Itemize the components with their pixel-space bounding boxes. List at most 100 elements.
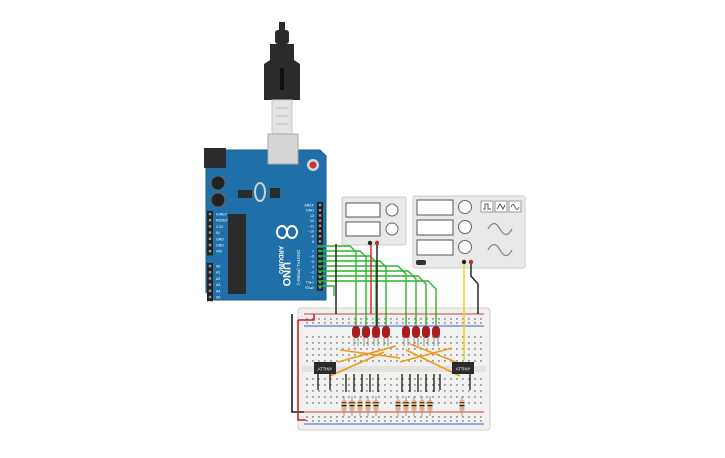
breadboard-hole[interactable] (372, 318, 374, 320)
breadboard-hole[interactable] (396, 384, 398, 386)
breadboard-hole[interactable] (306, 396, 308, 398)
breadboard-hole[interactable] (396, 420, 398, 422)
breadboard-hole[interactable] (306, 342, 308, 344)
function-generator-terminal-negative[interactable] (461, 259, 467, 265)
breadboard-hole[interactable] (420, 416, 422, 418)
breadboard-hole[interactable] (438, 378, 440, 380)
breadboard-hole[interactable] (336, 378, 338, 380)
breadboard-hole[interactable] (390, 420, 392, 422)
function-generator-knob-frequency[interactable] (458, 200, 472, 214)
breadboard-hole[interactable] (384, 420, 386, 422)
breadboard-hole[interactable] (432, 420, 434, 422)
digital-header-bottom-pin[interactable] (318, 286, 322, 289)
breadboard-hole[interactable] (324, 378, 326, 380)
breadboard-hole[interactable] (432, 348, 434, 350)
analog-header-pin[interactable] (208, 264, 212, 268)
breadboard-hole[interactable] (336, 420, 338, 422)
breadboard-hole[interactable] (366, 342, 368, 344)
digital-header-top-pin[interactable] (318, 224, 322, 227)
breadboard-hole[interactable] (468, 318, 470, 320)
breadboard-hole[interactable] (306, 420, 308, 422)
led-red[interactable] (402, 326, 410, 338)
breadboard-hole[interactable] (306, 354, 308, 356)
breadboard-hole[interactable] (354, 396, 356, 398)
breadboard-hole[interactable] (468, 402, 470, 404)
breadboard-hole[interactable] (438, 336, 440, 338)
breadboard-hole[interactable] (312, 336, 314, 338)
analog-header-pin[interactable] (208, 295, 212, 299)
breadboard-hole[interactable] (330, 360, 332, 362)
breadboard-hole[interactable] (336, 416, 338, 418)
breadboard-hole[interactable] (456, 354, 458, 356)
breadboard-hole[interactable] (378, 336, 380, 338)
breadboard-hole[interactable] (414, 378, 416, 380)
breadboard-hole[interactable] (402, 318, 404, 320)
breadboard-hole[interactable] (474, 402, 476, 404)
breadboard-hole[interactable] (378, 322, 380, 324)
breadboard-hole[interactable] (462, 378, 464, 380)
breadboard-hole[interactable] (372, 378, 374, 380)
digital-header-top-pin[interactable] (318, 229, 322, 233)
breadboard-hole[interactable] (444, 384, 446, 386)
breadboard-hole[interactable] (438, 360, 440, 362)
breadboard-hole[interactable] (432, 402, 434, 404)
breadboard-hole[interactable] (390, 360, 392, 362)
breadboard-hole[interactable] (330, 348, 332, 350)
usb-cable[interactable] (264, 22, 300, 135)
breadboard-hole[interactable] (390, 336, 392, 338)
breadboard-hole[interactable] (432, 342, 434, 344)
breadboard-hole[interactable] (450, 354, 452, 356)
breadboard-hole[interactable] (354, 318, 356, 320)
breadboard-hole[interactable] (360, 342, 362, 344)
power-supply-small-knob-current[interactable] (385, 222, 399, 236)
breadboard-hole[interactable] (324, 318, 326, 320)
power-header-pin[interactable] (208, 237, 212, 240)
breadboard-hole[interactable] (468, 342, 470, 344)
breadboard-hole[interactable] (420, 420, 422, 422)
digital-header-top-pin[interactable] (318, 235, 322, 238)
breadboard-hole[interactable] (372, 384, 374, 386)
breadboard-hole[interactable] (426, 402, 428, 404)
breadboard-hole[interactable] (450, 378, 452, 380)
breadboard-hole[interactable] (360, 336, 362, 338)
breadboard-hole[interactable] (432, 378, 434, 380)
breadboard-hole[interactable] (444, 322, 446, 324)
breadboard-hole[interactable] (462, 360, 464, 362)
breadboard-hole[interactable] (384, 378, 386, 380)
breadboard-hole[interactable] (378, 378, 380, 380)
breadboard-hole[interactable] (426, 342, 428, 344)
breadboard-hole[interactable] (450, 318, 452, 320)
power-supply-small-terminal-positive[interactable] (374, 240, 380, 246)
breadboard-hole[interactable] (444, 378, 446, 380)
breadboard-hole[interactable] (432, 384, 434, 386)
breadboard-hole[interactable] (378, 396, 380, 398)
digital-header-top-pin[interactable] (318, 240, 322, 243)
breadboard-hole[interactable] (420, 336, 422, 338)
breadboard-hole[interactable] (318, 384, 320, 386)
breadboard-hole[interactable] (306, 390, 308, 392)
digital-header-bottom-pin[interactable] (318, 281, 322, 284)
breadboard-hole[interactable] (462, 336, 464, 338)
breadboard-hole[interactable] (444, 396, 446, 398)
breadboard-hole[interactable] (438, 420, 440, 422)
breadboard-hole[interactable] (384, 342, 386, 344)
breadboard-hole[interactable] (390, 384, 392, 386)
function-generator-power-switch[interactable] (416, 260, 426, 265)
breadboard-hole[interactable] (420, 360, 422, 362)
breadboard-hole[interactable] (360, 360, 362, 362)
breadboard-hole[interactable] (318, 354, 320, 356)
breadboard-hole[interactable] (348, 360, 350, 362)
power-supply-small-terminal-negative[interactable] (367, 240, 373, 246)
breadboard-hole[interactable] (342, 342, 344, 344)
breadboard-hole[interactable] (480, 384, 482, 386)
breadboard-hole[interactable] (444, 416, 446, 418)
breadboard-hole[interactable] (366, 348, 368, 350)
breadboard-hole[interactable] (396, 390, 398, 392)
breadboard-hole[interactable] (426, 420, 428, 422)
breadboard-hole[interactable] (408, 396, 410, 398)
breadboard-hole[interactable] (402, 416, 404, 418)
breadboard-hole[interactable] (372, 342, 374, 344)
breadboard-hole[interactable] (354, 420, 356, 422)
breadboard-hole[interactable] (372, 402, 374, 404)
